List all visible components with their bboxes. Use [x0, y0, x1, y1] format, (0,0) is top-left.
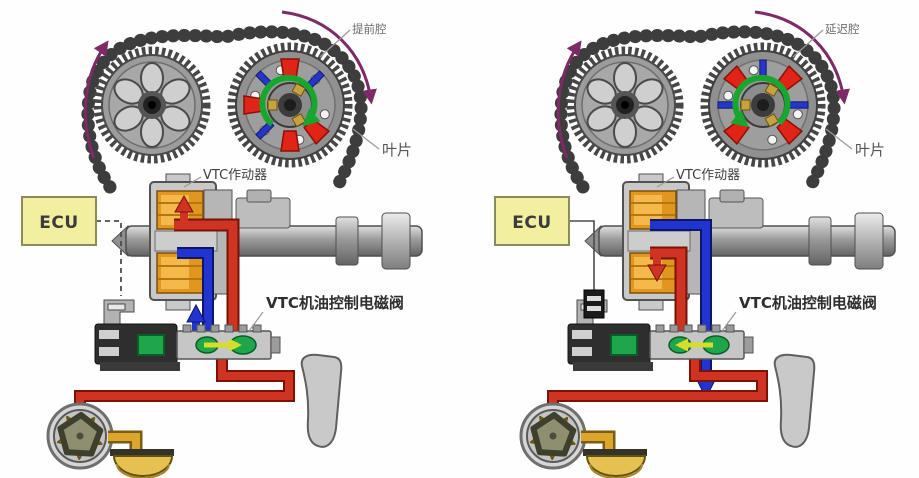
red-oil-line	[647, 246, 688, 338]
vtc-actuator	[149, 173, 233, 311]
solenoid-leader-line	[721, 311, 737, 332]
panel-retard: ECU 延迟腔 叶片 VTC作动器 VTC机油控制电磁阀	[494, 10, 896, 478]
actuator-label: VTC作动器	[203, 168, 267, 183]
solenoid-connector	[583, 289, 605, 319]
oil-strainer	[581, 437, 647, 478]
rotation-arrow-left	[556, 40, 582, 159]
oil-filter	[773, 353, 816, 448]
connector-stripe	[587, 296, 601, 301]
red-oil-line	[174, 194, 240, 338]
blue-oil-line	[177, 247, 214, 338]
cam-sprocket-vtc-wheel	[232, 47, 348, 163]
retard-chamber-label: 延迟腔	[825, 22, 860, 36]
crank-sprocket	[571, 51, 679, 159]
vane-leader-line	[352, 128, 380, 150]
rotation-arrow-left	[83, 40, 109, 159]
rotation-arrow-right	[281, 10, 377, 105]
chamber-leader-line	[792, 29, 824, 58]
ecu-label: ECU	[39, 213, 78, 233]
actuator-leader-line	[183, 176, 202, 188]
rotation-arrow-right	[754, 10, 850, 105]
rotor-direction-green-arrow	[730, 74, 791, 128]
ecu-signal-wire	[96, 220, 122, 296]
vane-label: 叶片	[855, 141, 885, 159]
crank-sprocket	[98, 51, 206, 159]
panel-advance: ECU 提前腔 叶片 VTC作动器 VTC机油控制电磁阀	[21, 10, 423, 478]
oil-control-solenoid-valve	[94, 299, 281, 372]
actuator-label: VTC作动器	[676, 168, 740, 183]
advance-chamber-label: 提前腔	[352, 22, 387, 36]
cam-sprocket-vtc-wheel	[705, 47, 821, 163]
vane-label: 叶片	[382, 141, 412, 159]
solenoid-leader-line	[248, 311, 264, 332]
oil-pump	[521, 404, 585, 468]
ecu-label: ECU	[512, 213, 551, 233]
oil-strainer	[108, 437, 174, 478]
vane-leader-line	[825, 128, 853, 150]
ecu-box	[21, 196, 97, 246]
solenoid-label: VTC机油控制电磁阀	[266, 294, 404, 312]
oil-pump	[48, 404, 112, 468]
ecu-signal-wire	[569, 220, 595, 292]
ecu-box	[494, 196, 570, 246]
solenoid-label: VTC机油控制电磁阀	[739, 294, 877, 312]
actuator-leader-line	[656, 176, 675, 188]
rotor-direction-green-arrow	[259, 74, 321, 127]
connector-stripe	[587, 306, 601, 311]
oil-filter	[300, 353, 343, 448]
chamber-leader-line	[319, 29, 351, 58]
vtc-actuator	[622, 173, 706, 311]
